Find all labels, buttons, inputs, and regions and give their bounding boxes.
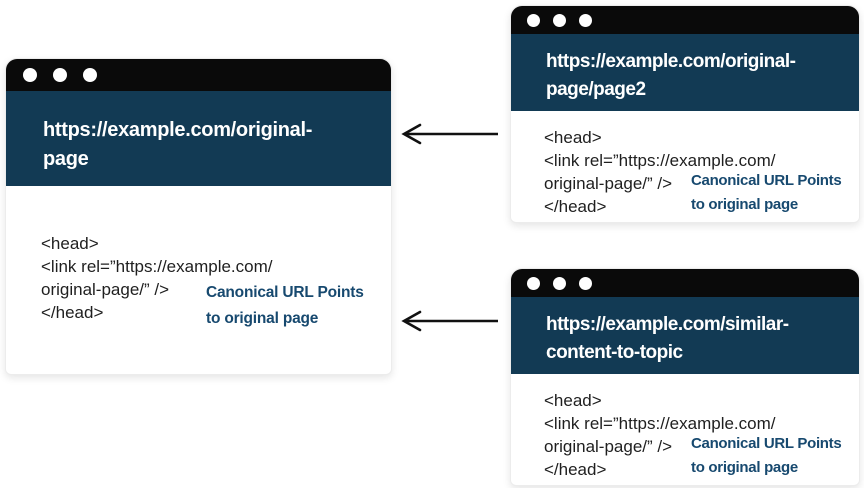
annotation-line: Canonical URL Points <box>206 284 364 301</box>
code-line: </head> <box>544 460 607 479</box>
annotation-line: to original page <box>691 196 798 213</box>
code-line: </head> <box>41 303 104 322</box>
code-line: <head> <box>41 234 99 253</box>
url-text-line: content-to-topic <box>546 342 683 363</box>
code-line: original-page/” /> <box>544 437 673 456</box>
url-bar: https://example.com/similar- content-to-… <box>511 297 859 374</box>
window-dot-icon <box>553 13 566 27</box>
window-dot-icon <box>579 276 592 290</box>
arrow-left-icon <box>401 123 498 145</box>
annotation-line: Canonical URL Points <box>691 435 842 452</box>
window-dot-icon <box>53 68 67 82</box>
window-titlebar <box>6 59 391 91</box>
annotation-line: Canonical URL Points <box>691 172 842 189</box>
code-line: original-page/” /> <box>544 174 673 193</box>
arrow-left-icon <box>401 310 498 332</box>
url-text-line: page <box>43 148 89 170</box>
code-line: <link rel=”https://example.com/ <box>544 151 776 170</box>
annotation-line: to original page <box>206 310 319 327</box>
page-content: <head> <link rel=”https://example.com/ o… <box>511 111 859 222</box>
window-titlebar <box>511 6 859 34</box>
url-text-line: https://example.com/original- <box>546 51 796 72</box>
url-text-line: https://example.com/similar- <box>546 314 789 335</box>
window-dot-icon <box>553 276 566 290</box>
canonical-annotation: Canonical URL Points to original page <box>691 169 842 217</box>
code-line: original-page/” /> <box>41 280 170 299</box>
window-dot-icon <box>527 13 540 27</box>
canonical-annotation: Canonical URL Points to original page <box>691 432 842 480</box>
window-titlebar <box>511 269 859 297</box>
annotation-line: to original page <box>691 459 798 476</box>
browser-window-page2: https://example.com/original- page/page2… <box>510 5 860 223</box>
url-text-line: https://example.com/original- <box>43 119 313 141</box>
url-bar: https://example.com/original- page <box>6 91 391 186</box>
code-line: <link rel=”https://example.com/ <box>41 257 273 276</box>
url-bar: https://example.com/original- page/page2 <box>511 34 859 111</box>
code-line: <head> <box>544 128 602 147</box>
window-dot-icon <box>579 13 592 27</box>
code-line: <head> <box>544 391 602 410</box>
url-text-line: page/page2 <box>546 79 646 100</box>
browser-window-similar-content: https://example.com/similar- content-to-… <box>510 268 860 486</box>
window-dot-icon <box>23 68 37 82</box>
window-dot-icon <box>527 276 540 290</box>
browser-window-original-page: https://example.com/original- page <head… <box>5 58 392 375</box>
page-content: <head> <link rel=”https://example.com/ o… <box>511 374 859 485</box>
code-snippet: <head> <link rel=”https://example.com/ o… <box>544 389 775 481</box>
page-content: <head> <link rel=”https://example.com/ o… <box>6 186 391 374</box>
code-line: <link rel=”https://example.com/ <box>544 414 776 433</box>
code-snippet: <head> <link rel=”https://example.com/ o… <box>41 232 272 324</box>
code-snippet: <head> <link rel=”https://example.com/ o… <box>544 126 775 218</box>
code-line: </head> <box>544 197 607 216</box>
window-dot-icon <box>83 68 97 82</box>
canonical-annotation: Canonical URL Points to original page <box>206 280 364 332</box>
